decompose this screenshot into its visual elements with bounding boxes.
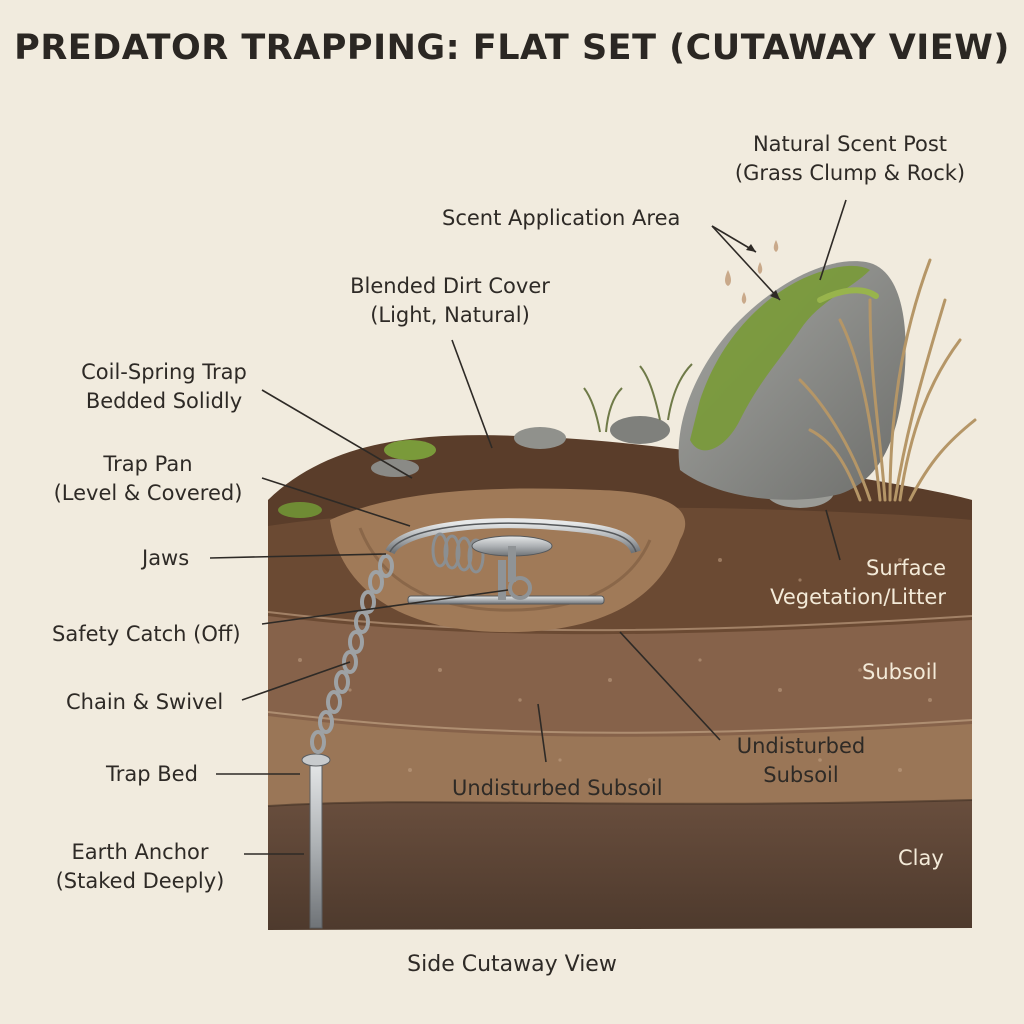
label-line: Trap Pan — [103, 452, 193, 476]
small-rock — [610, 416, 670, 444]
undisturbed-subsoil-layer — [268, 712, 972, 806]
label-natural-scent-post: Natural Scent Post (Grass Clump & Rock) — [720, 130, 980, 188]
caption-side-cutaway: Side Cutaway View — [407, 952, 617, 977]
label-line: Surface — [865, 556, 946, 580]
label-line: (Level & Covered) — [53, 481, 243, 505]
label-line: Subsoil — [763, 763, 839, 787]
leader-lines — [209, 199, 847, 855]
label-undisturbed-subsoil-center: Undisturbed Subsoil — [452, 776, 663, 800]
label-line: Natural Scent Post — [752, 132, 948, 156]
label-undisturbed-subsoil-right: Undisturbed Subsoil — [716, 732, 886, 790]
scent-post-rock — [678, 261, 906, 500]
label-line: (Light, Natural) — [370, 303, 530, 327]
label-subsoil: Subsoil — [862, 660, 938, 684]
label-trap-pan: Trap Pan (Level & Covered) — [28, 450, 268, 508]
subsoil-layer — [268, 612, 972, 737]
grass-clump — [798, 258, 977, 502]
label-coil-spring-trap: Coil-Spring Trap Bedded Solidly — [44, 358, 284, 416]
label-line: Coil-Spring Trap — [81, 360, 247, 384]
small-rock — [514, 427, 566, 449]
label-line: Vegetation/Litter — [770, 585, 946, 609]
label-surface-vegetation: Surface Vegetation/Litter — [740, 554, 946, 612]
label-scent-application-area: Scent Application Area — [442, 206, 681, 230]
page-title: PREDATOR TRAPPING: FLAT SET (CUTAWAY VIE… — [14, 28, 1010, 68]
label-line: (Staked Deeply) — [55, 869, 225, 893]
label-jaws: Jaws — [142, 546, 190, 570]
coil-spring-trap — [385, 518, 641, 605]
moss-clump — [278, 502, 322, 518]
rock-moss — [690, 265, 870, 451]
coil-spring — [431, 532, 485, 574]
clay-layer — [268, 792, 972, 930]
label-line: (Grass Clump & Rock) — [734, 161, 966, 185]
label-line: Earth Anchor — [71, 840, 209, 864]
scent-droplets — [725, 240, 779, 304]
label-line: Undisturbed — [736, 734, 866, 758]
label-trap-bed: Trap Bed — [106, 762, 198, 786]
label-line: Blended Dirt Cover — [350, 274, 550, 298]
label-safety-catch: Safety Catch (Off) — [52, 622, 241, 646]
safety-catch — [508, 576, 532, 600]
label-chain-swivel: Chain & Swivel — [66, 690, 224, 714]
label-clay: Clay — [898, 846, 944, 870]
small-grass — [583, 363, 693, 433]
label-line: Bedded Solidly — [85, 389, 243, 413]
label-earth-anchor: Earth Anchor (Staked Deeply) — [40, 838, 240, 896]
label-blended-dirt-cover: Blended Dirt Cover (Light, Natural) — [330, 272, 570, 330]
earth-anchor-stake — [309, 759, 323, 929]
chain-and-swivel — [310, 554, 394, 754]
moss-clump — [384, 440, 436, 460]
